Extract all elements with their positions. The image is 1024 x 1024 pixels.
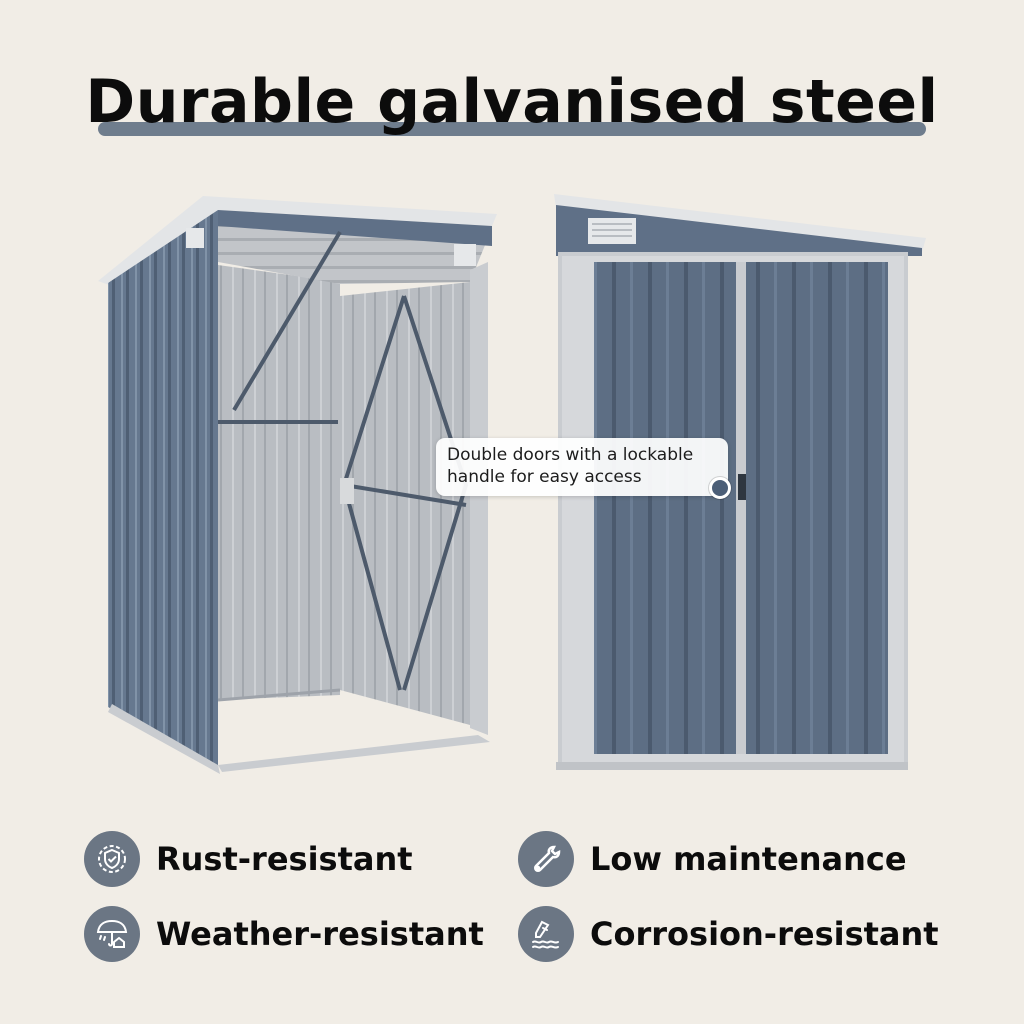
left-vent-side [186,228,204,248]
callout-marker [709,477,731,499]
headline-underline [98,122,926,136]
gear-shield-icon [84,831,140,887]
pen-waves-icon [518,906,574,962]
closed-shed [554,194,926,770]
callout-text: Double doors with a lockable handle for … [447,445,694,487]
headline: Durable galvanised steel [85,67,939,137]
left-vent-front [454,244,476,266]
right-header [556,205,922,256]
feature-weather-resistant: Weather-resistant [84,904,484,964]
feature-rust-resistant: Rust-resistant [84,829,413,889]
left-roof-edge [98,196,497,286]
open-shed [98,196,497,774]
feature-label: Corrosion-resistant [590,915,939,953]
left-inner-wall [218,265,340,700]
feature-low-maintenance: Low maintenance [518,829,907,889]
left-side-wall [108,210,218,768]
feature-label: Rust-resistant [156,840,413,878]
wrench-icon [518,831,574,887]
headline-block: Durable galvanised steel [0,62,1024,152]
feature-label: Weather-resistant [156,915,484,953]
door-left [594,262,736,754]
umbrella-house-icon [84,906,140,962]
door-right [746,262,888,754]
door-callout: Double doors with a lockable handle for … [436,438,728,496]
feature-label: Low maintenance [590,840,907,878]
door-handle [738,474,746,500]
feature-corrosion-resistant: Corrosion-resistant [518,904,939,964]
